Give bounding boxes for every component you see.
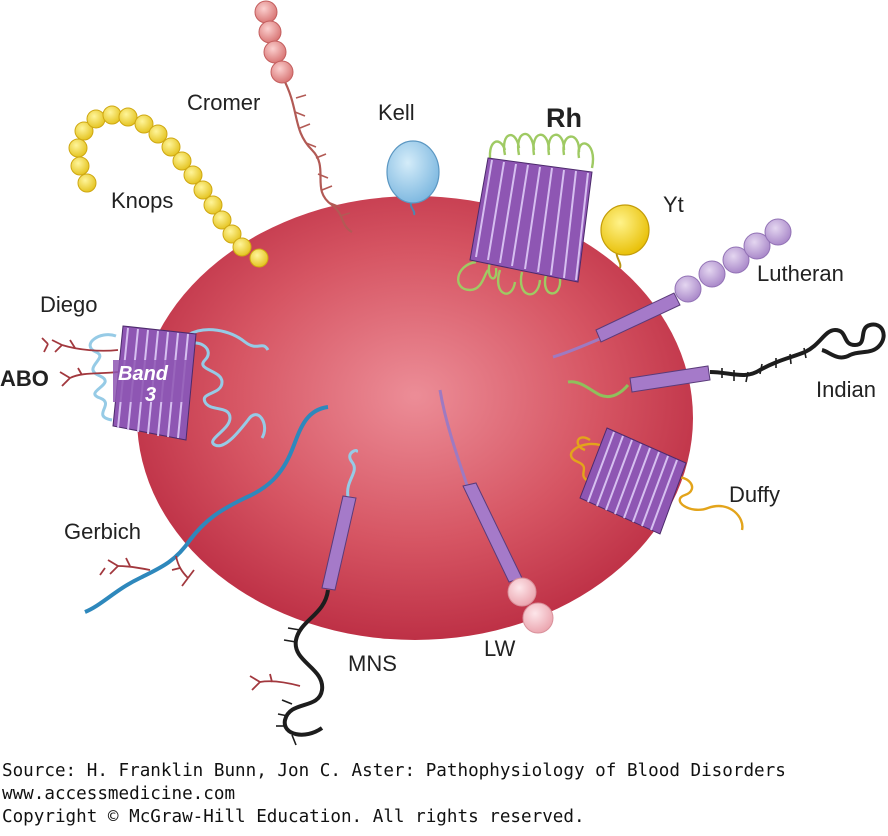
label-knops: Knops (111, 188, 174, 213)
band3-protein (41, 325, 270, 448)
label-lutheran: Lutheran (757, 261, 844, 286)
label-kell: Kell (378, 100, 415, 125)
label-abo: ABO (0, 366, 49, 391)
gerbich-protein (84, 405, 329, 614)
label-mns: MNS (348, 651, 397, 676)
knops-protein (68, 105, 269, 268)
yt-protein (600, 204, 650, 269)
red-cell-membrane (137, 196, 693, 640)
label-gerbich: Gerbich (64, 519, 142, 544)
kell-protein (386, 140, 440, 216)
duffy-protein (570, 427, 744, 535)
label-band3-line1: Band (118, 363, 168, 385)
label-rh: Rh (546, 103, 582, 133)
label-diego: Diego (40, 292, 98, 317)
blood-group-diagram (41, 0, 886, 746)
label-indian: Indian (816, 377, 876, 402)
label-band3-line2: 3 (145, 384, 157, 406)
lutheran-protein (552, 218, 792, 359)
cromer-protein (254, 0, 353, 233)
lw-protein (438, 389, 554, 634)
source-citation: Source: H. Franklin Bunn, Jon C. Aster: … (2, 761, 786, 781)
copyright-notice: Copyright © McGraw-Hill Education. All r… (2, 807, 585, 827)
label-yt: Yt (663, 192, 684, 217)
label-duffy: Duffy (729, 482, 780, 507)
source-website-link[interactable]: www.accessmedicine.com (2, 784, 236, 804)
label-cromer: Cromer (187, 90, 261, 115)
rh-protein (456, 132, 595, 296)
label-lw: LW (484, 636, 516, 661)
mns-protein (249, 448, 359, 746)
source-footer: Source: H. Franklin Bunn, Jon C. Aster: … (2, 760, 886, 829)
indian-protein (567, 322, 886, 399)
